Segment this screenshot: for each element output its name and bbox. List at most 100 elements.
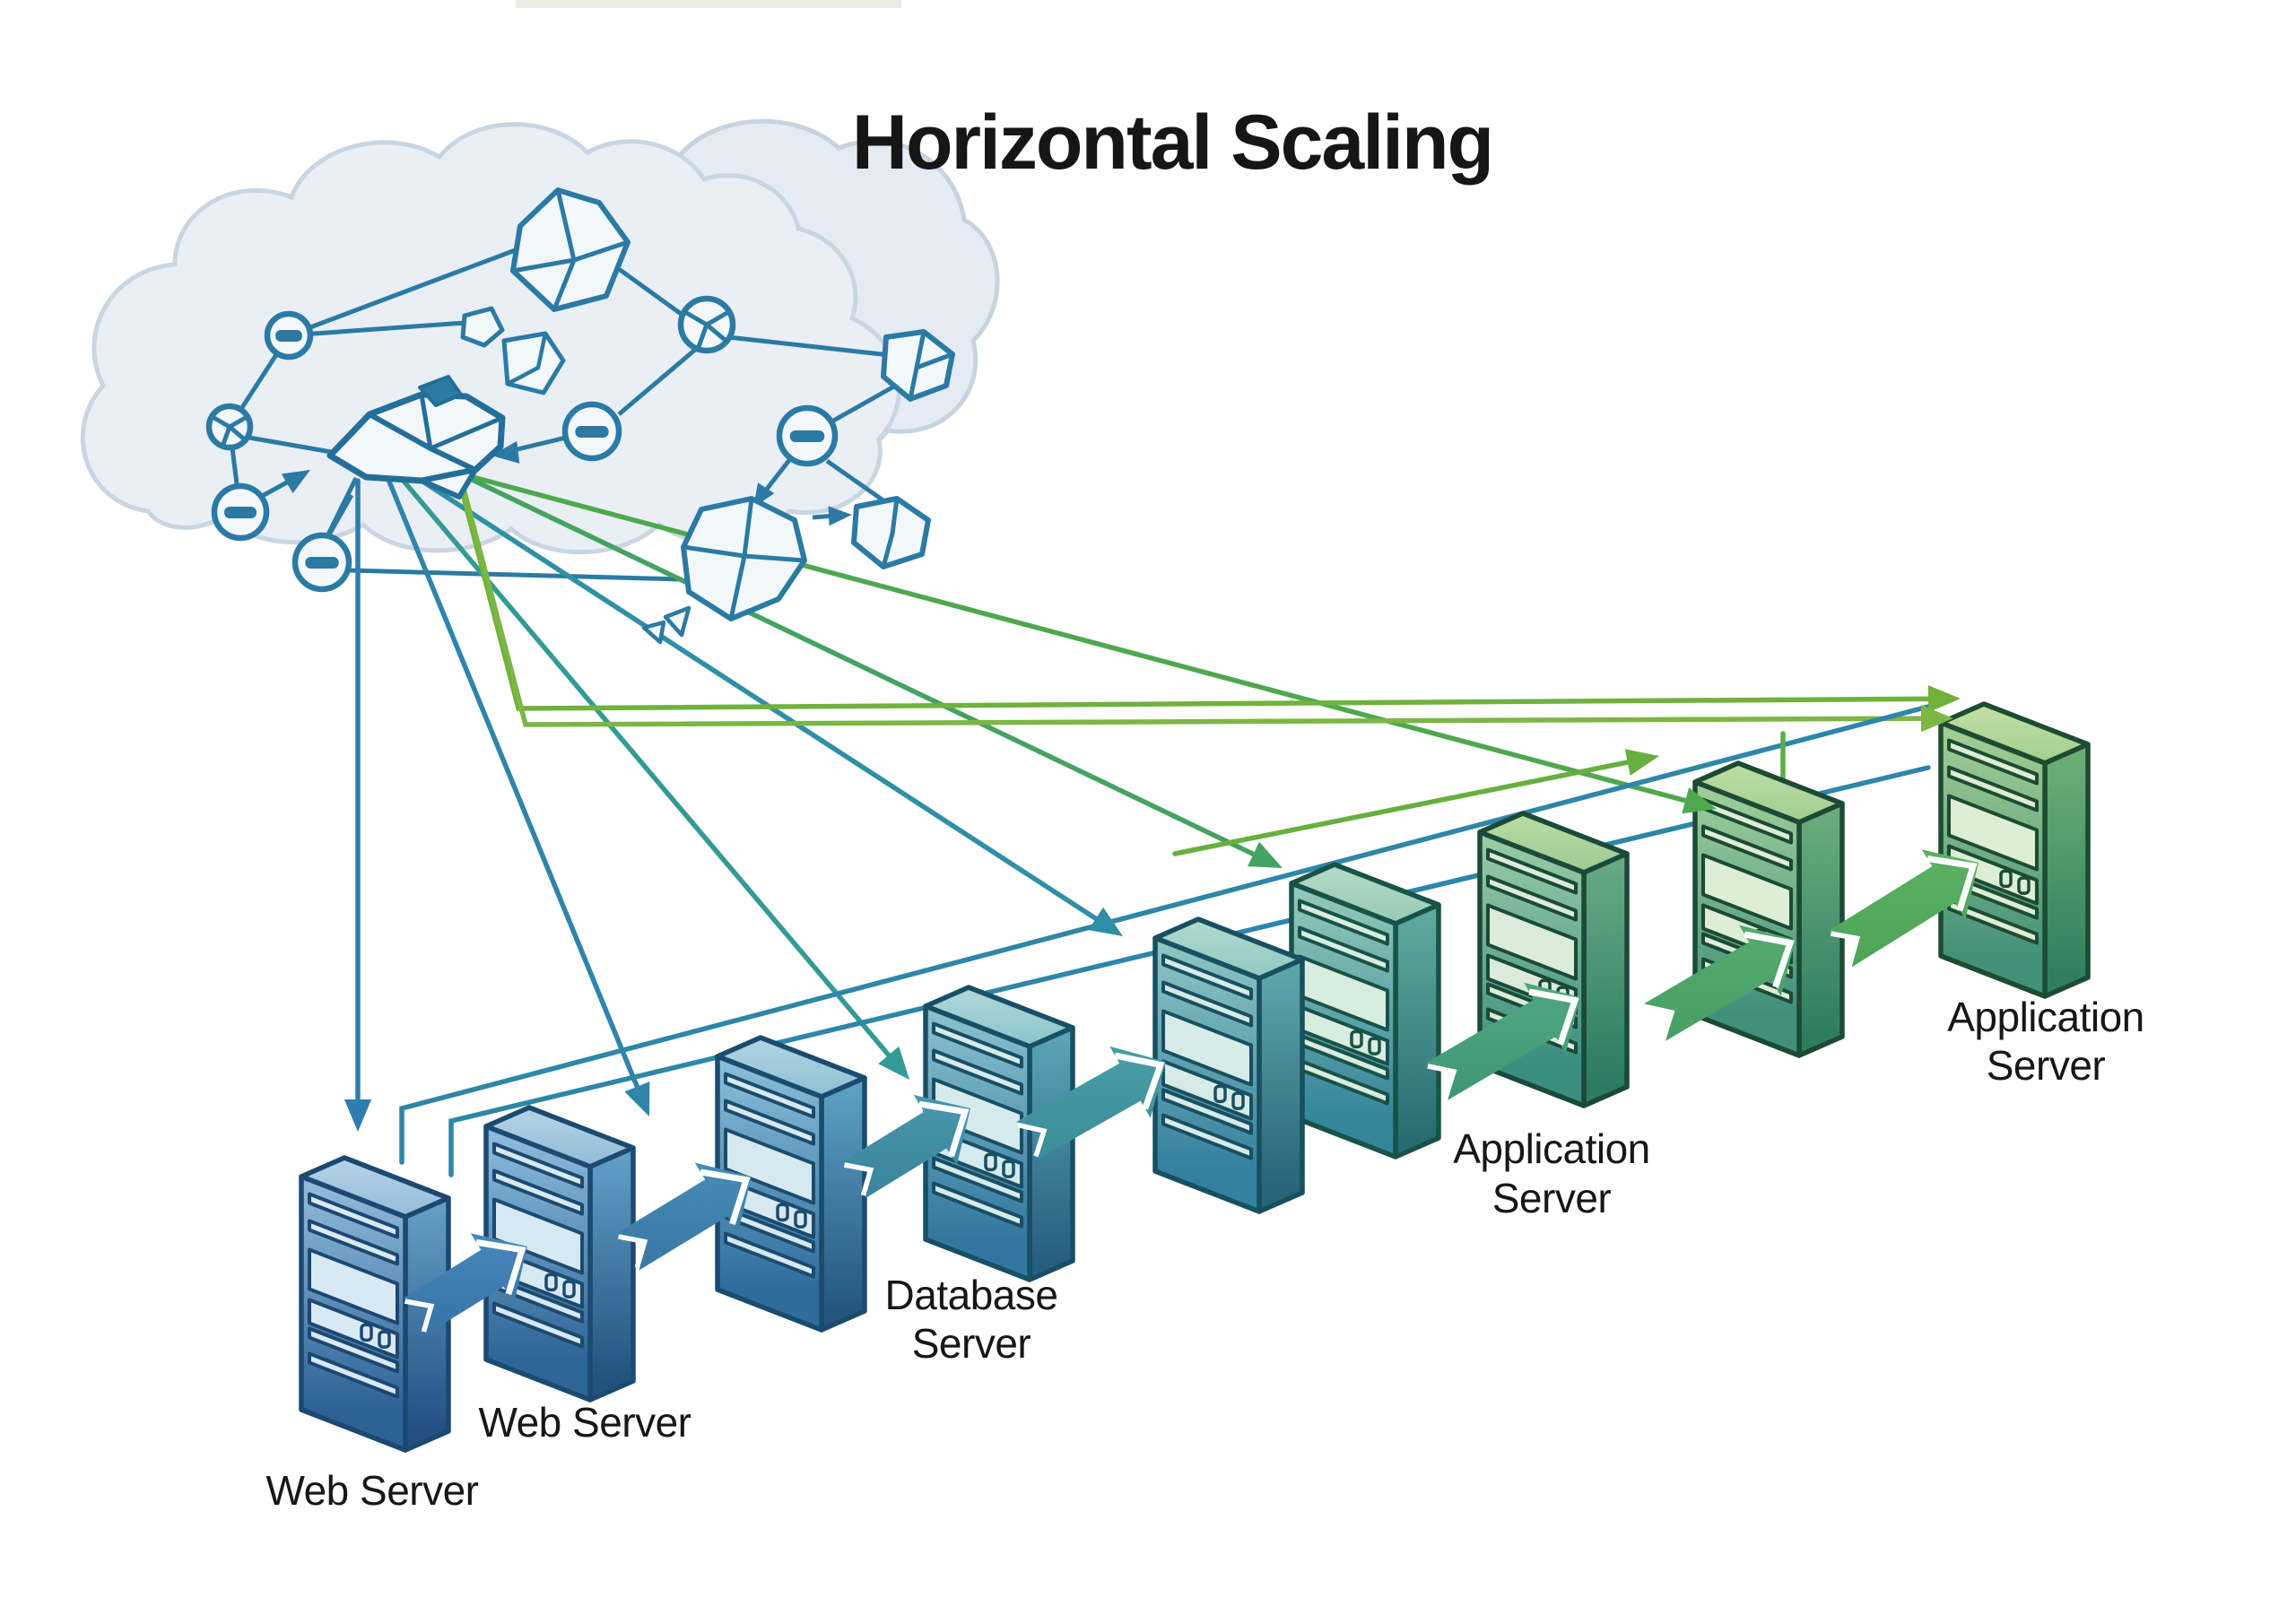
facet-line [914,352,955,370]
facet-line [704,309,732,327]
arrowhead-icon [624,1081,650,1116]
network-shape [932,1181,1023,1229]
server-button-icon [1002,1160,1015,1178]
network-shape [1947,794,2039,872]
network-shape [1486,874,1578,922]
network-node-icon [776,404,839,467]
server-tower-2 [483,1105,636,1403]
network-shape [1257,957,1305,1214]
server-button-icon [2017,876,2031,895]
arrow-chevron-icon [1744,931,1795,988]
network-shape [1947,738,2039,786]
cloud-link [617,266,685,318]
cloud-link [288,244,526,338]
cloud-nodes [205,187,955,645]
network-shape [1016,1046,1166,1160]
cloud-link [324,476,359,540]
network-shape [724,1127,815,1205]
network-shape [1486,903,1578,981]
label-application-server-1-line2: Server [1492,1175,1612,1221]
network-shape [641,620,666,645]
network-node-icon [264,310,314,360]
facet-line [908,365,919,402]
traffic-line [457,471,1697,806]
arrowhead-icon [1682,787,1717,814]
network-shape [1298,899,1389,946]
facet-line [742,553,807,563]
network-shape [492,1168,584,1216]
network-shape [724,1072,815,1119]
facet-line [704,322,729,344]
facet-line [695,322,709,352]
facet-line [227,414,250,430]
arrow-chevron-icon [1926,856,1978,912]
network-shape [1161,1088,1253,1135]
arrow-tail-notch-icon [1830,931,1861,965]
network-node-icon [291,532,352,593]
cloud-link [348,568,683,582]
label-application-server-2-line2: Server [1987,1042,2106,1089]
scale-arrow-4 [1016,1046,1166,1160]
network-shape [308,1351,399,1399]
cloud-link [248,435,337,456]
server-tower-3 [715,1035,867,1333]
traffic-line [448,765,1931,1177]
facet-line [535,331,548,370]
server-button-icon [794,1210,807,1229]
network-shape [419,467,478,499]
scale-arrow-3 [842,1094,970,1199]
arrowhead-icon [1927,685,1961,713]
arrow-chevron-icon [475,1238,526,1296]
scale-arrow-5 [1425,982,1580,1100]
scale-arrow-2 [616,1162,752,1271]
arrow-chevron-icon [1528,988,1579,1046]
server-tower-8 [1692,760,1845,1058]
facet-line [555,187,577,263]
facet-line [571,239,631,263]
network-shape [1393,902,1441,1160]
server-button-icon [776,1203,789,1222]
facet-line [890,496,900,536]
facet-line [227,424,248,443]
network-shape [842,1094,970,1199]
network-shape [2042,742,2091,999]
server-button-icon [1350,1029,1363,1049]
arrow-chevron-icon [700,1168,751,1226]
scaling-flow-arrows [403,849,1979,1335]
network-shape [1701,853,1793,931]
network-shape [819,1075,867,1333]
arrow-tail-notch-icon [843,1162,874,1196]
arrowhead-icon [1920,705,1953,733]
network-shape [1425,982,1580,1100]
facet-line [510,257,577,274]
network-shape [932,1048,1023,1096]
facet-line [428,446,478,473]
network-shape [932,1156,1023,1203]
traffic-line [385,474,643,1098]
server-button-icon [1213,1084,1227,1104]
network-shape [1161,1009,1253,1087]
network-shape [1161,980,1253,1028]
network-shape [1486,847,1578,895]
facet-line [505,365,541,387]
facet-line [881,531,895,569]
server-tower-4 [923,985,1075,1282]
network-shape [616,1162,752,1271]
server-tower-9 [1938,701,2091,999]
label-web-server-1: Web Server [265,1467,478,1514]
network-shape [492,1197,584,1275]
network-node-icon [677,295,736,354]
crystal-shape-icon [881,329,955,402]
network-node-icon [211,482,270,542]
cloud-link [727,334,891,358]
arrowhead-icon [344,1099,372,1132]
network-shape [663,605,691,638]
arrow-tail-notch-icon [1427,1064,1457,1099]
crystal-shape-icon [851,496,931,569]
network-shape [418,375,463,407]
traffic-line [399,704,1931,1165]
facet-line [367,412,433,451]
network-shape [1581,851,1630,1108]
facet-line [220,424,232,449]
network-node-icon [561,401,622,462]
